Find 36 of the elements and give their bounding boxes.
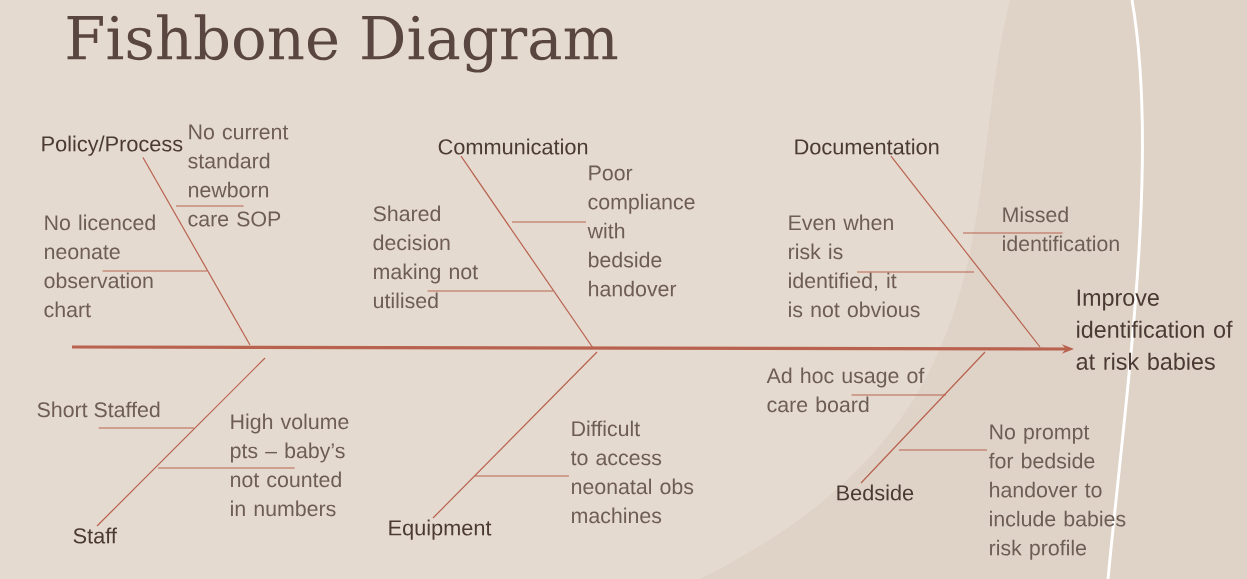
bone-line — [460, 155, 594, 349]
title: Fishbone Diagram — [67, 14, 618, 73]
cause-label: Difficult to access neonatal obs machines — [570, 420, 694, 524]
bone-line — [157, 467, 296, 469]
cause-label: Poor compliance with bedside handover — [587, 165, 695, 297]
bone-line — [511, 221, 587, 223]
bone-line — [142, 156, 251, 346]
bone-line — [427, 290, 554, 292]
category-label: Bedside — [837, 484, 914, 501]
category-label: Communication — [438, 138, 588, 155]
bone-line — [860, 351, 986, 484]
bone-line — [175, 205, 245, 207]
cause-label: Shared decision making not utilised — [373, 205, 478, 309]
category-label: Equipment — [389, 519, 492, 540]
bone-line — [474, 475, 570, 477]
bone-line — [962, 232, 1064, 234]
category-label: Policy/Process — [42, 135, 183, 156]
cause-label: High volume pts – baby’s not counted in numbers — [231, 413, 349, 517]
cause-label: No licenced neonate observation chart — [44, 214, 155, 318]
bone-line — [851, 394, 947, 396]
cause-label: Ad hoc usage of care board — [766, 367, 925, 413]
category-label: Staff — [73, 527, 117, 544]
bone-line — [856, 271, 975, 273]
problem-statement: Improve identification of at risk babies — [1076, 289, 1233, 370]
cause-label: Missed identification — [1003, 206, 1119, 252]
bone-line — [96, 357, 266, 527]
bone-line — [98, 427, 195, 429]
bone-line — [898, 449, 988, 451]
bone-line — [432, 351, 598, 519]
bone-line — [102, 270, 208, 272]
cause-label: No prompt for bedside handover to include babies risk profile — [988, 424, 1126, 560]
bone-line — [890, 155, 1041, 348]
cause-label: Even when risk is identified, it is not obvious — [789, 214, 920, 318]
cause-label: Short Staffed — [37, 401, 160, 418]
cause-label: No current standard newborn care SOP — [188, 124, 289, 227]
category-label: Documentation — [795, 138, 939, 155]
